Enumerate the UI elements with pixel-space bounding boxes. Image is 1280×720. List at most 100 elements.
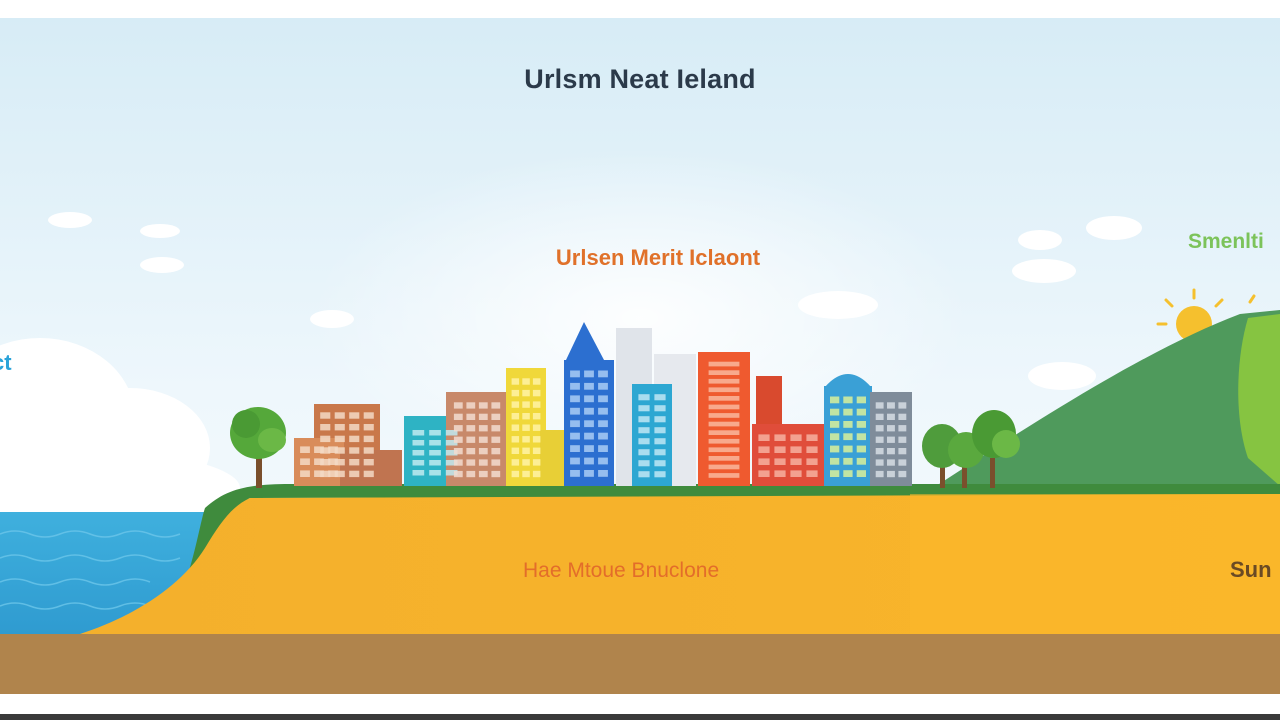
window: [638, 438, 650, 445]
window: [334, 412, 345, 419]
window: [774, 470, 786, 477]
window: [478, 402, 488, 409]
window: [806, 434, 818, 441]
window: [887, 436, 895, 443]
window: [445, 430, 458, 436]
window: [363, 459, 374, 466]
window: [478, 459, 488, 466]
window: [898, 413, 907, 420]
building-windows: [300, 361, 907, 478]
window: [598, 395, 608, 403]
window: [445, 460, 458, 466]
urban-heat-island-scene: [0, 18, 1280, 694]
cloud-icon: [48, 212, 1142, 390]
window: [598, 407, 608, 415]
window: [638, 427, 650, 434]
window: [412, 440, 425, 446]
window: [466, 470, 476, 478]
window: [584, 420, 594, 428]
window: [363, 424, 374, 431]
window: [570, 432, 580, 440]
window: [774, 446, 786, 453]
window: [806, 446, 818, 453]
window: [830, 396, 840, 404]
ground-label: Hae Mtoue Bnuclone: [523, 559, 720, 582]
window: [708, 361, 740, 367]
window: [300, 458, 310, 465]
window: [898, 459, 907, 466]
window: [708, 387, 740, 393]
window: [453, 425, 463, 432]
window: [491, 413, 501, 420]
window: [830, 421, 840, 428]
window: [638, 405, 650, 412]
window: [584, 445, 594, 452]
window: [598, 382, 608, 390]
diagram-frame: Urlsm Neat Ieland Urlsen Merit Iclaont S…: [0, 18, 1280, 694]
window: [708, 473, 740, 478]
window: [453, 448, 463, 455]
window: [412, 450, 425, 456]
window: [363, 447, 374, 454]
window: [300, 470, 310, 477]
window: [708, 421, 740, 427]
window: [453, 413, 463, 420]
window: [598, 432, 608, 440]
window: [898, 402, 907, 409]
window: [349, 447, 360, 454]
window: [466, 448, 476, 455]
window: [598, 370, 608, 378]
window: [412, 430, 425, 436]
window: [491, 470, 501, 478]
window: [532, 378, 541, 385]
window: [349, 412, 360, 419]
window: [654, 449, 666, 456]
window: [758, 446, 770, 453]
window: [511, 389, 520, 397]
window: [491, 402, 501, 409]
window: [638, 471, 650, 478]
window: [522, 470, 530, 478]
window: [349, 459, 360, 466]
window: [654, 471, 666, 478]
window: [532, 401, 541, 408]
window: [349, 435, 360, 443]
window: [491, 436, 501, 443]
window: [320, 424, 331, 431]
window: [790, 434, 802, 441]
window: [511, 436, 520, 443]
window: [708, 456, 740, 461]
window: [758, 434, 770, 441]
window: [806, 458, 818, 465]
window: [598, 470, 608, 477]
ground-right-label: Sun: [1230, 557, 1272, 582]
window: [790, 470, 802, 477]
window: [532, 424, 541, 431]
window: [334, 470, 345, 478]
window: [598, 420, 608, 428]
window: [875, 459, 884, 466]
window: [453, 459, 463, 466]
window: [898, 470, 907, 478]
window: [466, 413, 476, 420]
window: [328, 458, 338, 465]
window: [412, 460, 425, 466]
window: [570, 420, 580, 428]
window: [898, 448, 907, 455]
window: [584, 457, 594, 465]
window: [466, 436, 476, 443]
window: [638, 394, 650, 401]
window: [429, 440, 441, 446]
tree-icon: [230, 407, 286, 488]
window: [478, 436, 488, 443]
window: [429, 460, 441, 466]
rural-label: Smenlti: [1188, 230, 1264, 253]
window: [758, 470, 770, 477]
window: [708, 396, 740, 401]
window: [774, 458, 786, 465]
window: [875, 402, 884, 409]
window: [843, 445, 853, 453]
window: [598, 445, 608, 452]
window: [363, 470, 374, 478]
window: [412, 470, 425, 476]
